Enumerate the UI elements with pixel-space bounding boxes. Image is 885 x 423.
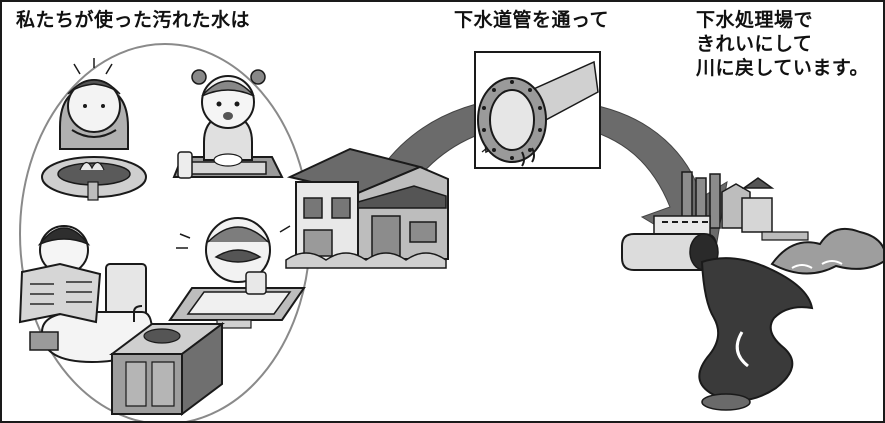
caption-through-sewer: 下水道管を通って	[454, 9, 610, 31]
kitchen-sink-icon	[109, 305, 225, 416]
child-washing-hands-icon	[172, 69, 284, 179]
person-brushing-teeth-icon	[168, 217, 306, 329]
caption-used-water: 私たちが使った汚れた水は	[16, 9, 251, 31]
person-washing-face-icon	[41, 58, 147, 201]
sewer-pipe-icon	[474, 51, 601, 169]
caption-treatment-plant: 下水処理場で きれいにして 川に戻しています。	[696, 9, 870, 79]
house-icon	[285, 147, 449, 269]
river-icon	[698, 228, 883, 411]
